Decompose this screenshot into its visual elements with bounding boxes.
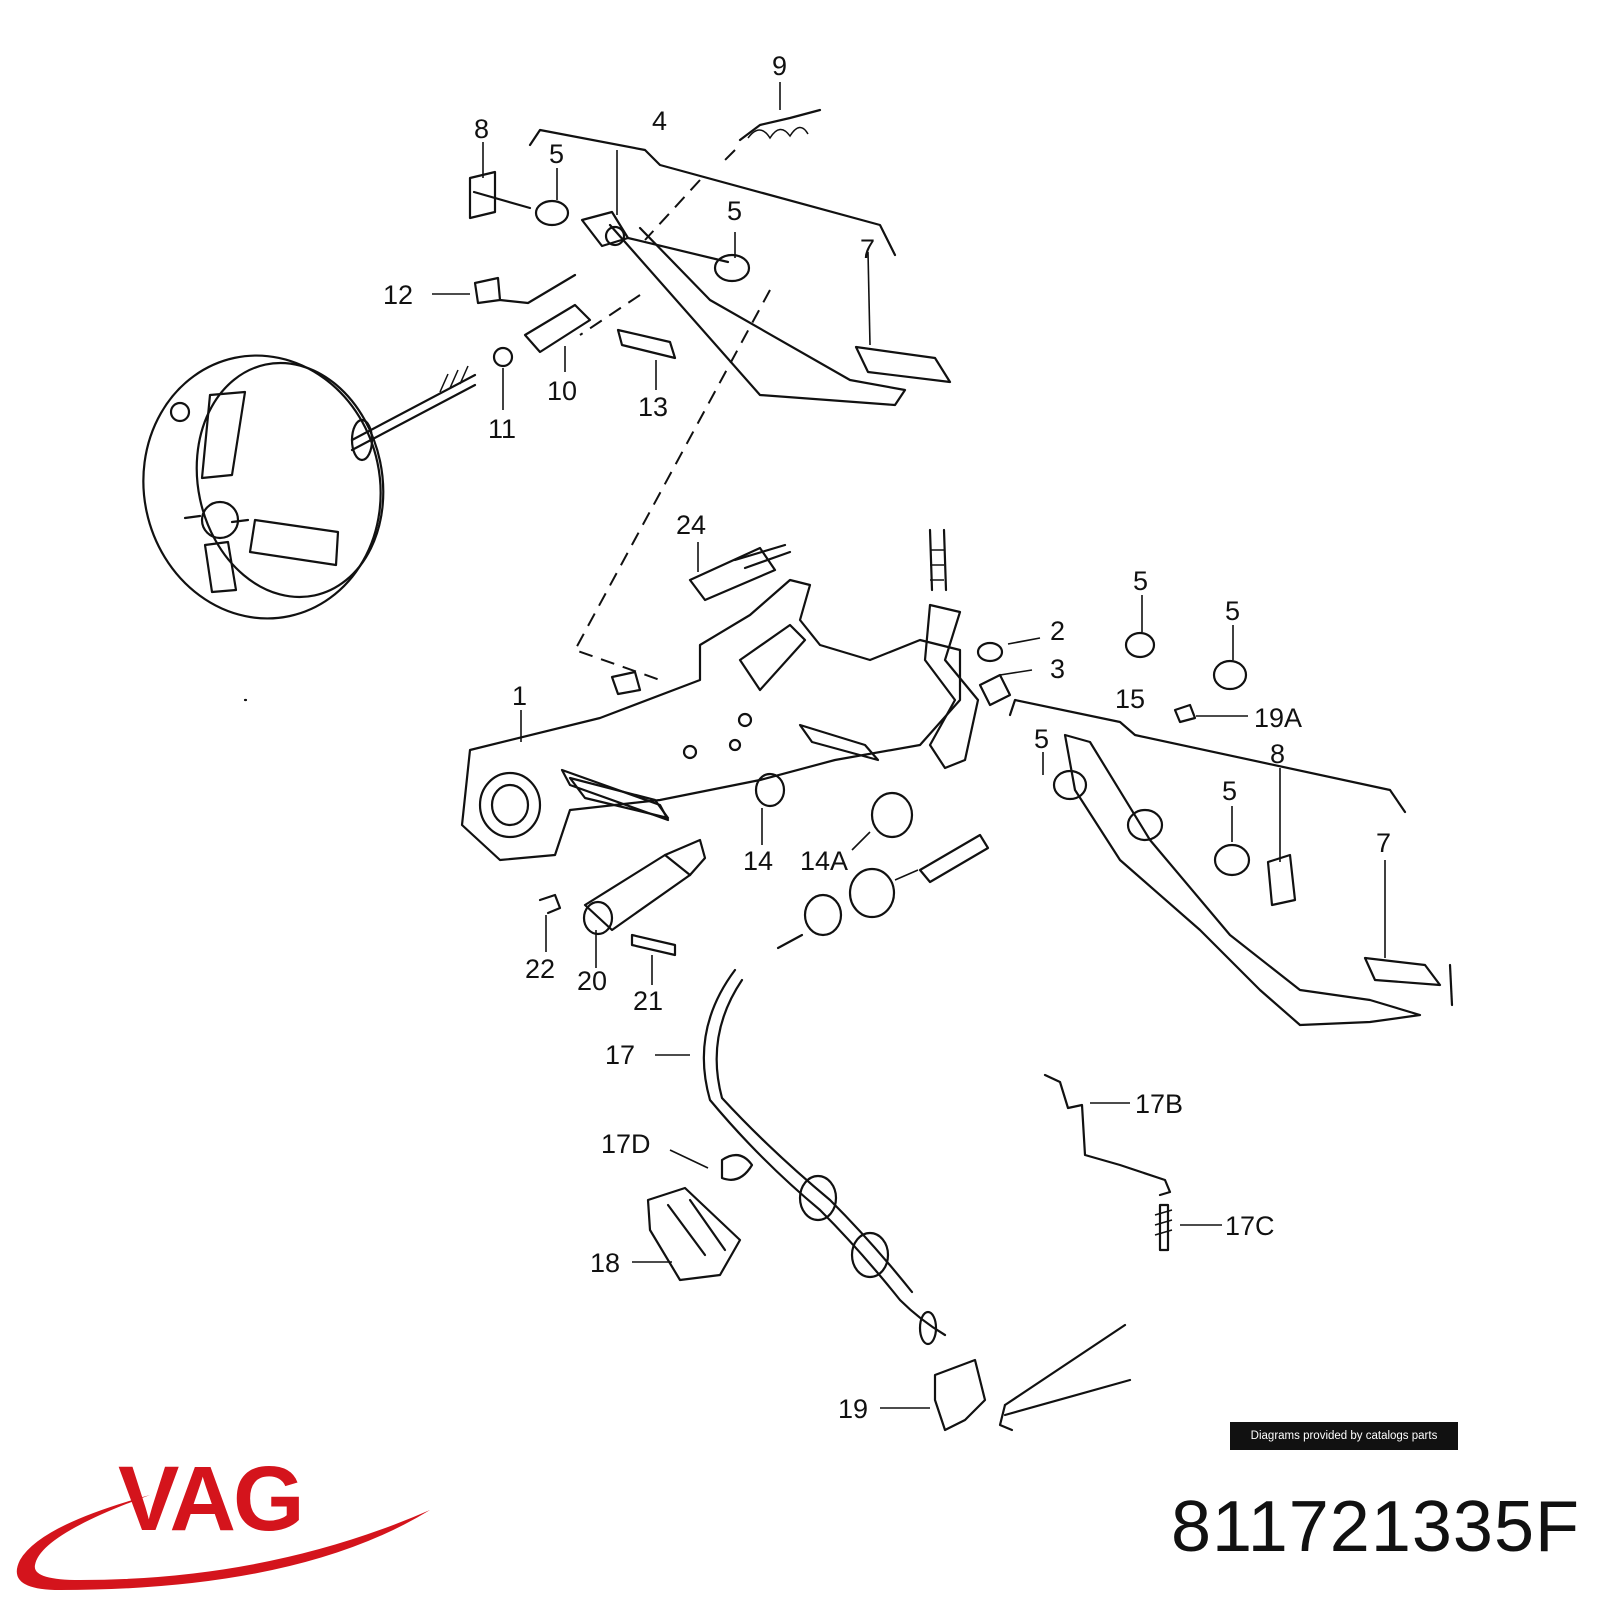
leader-lines xyxy=(432,82,1386,1409)
callout-17c: 17C xyxy=(1225,1211,1275,1241)
logo-swoosh xyxy=(16,1495,431,1590)
callout-13: 13 xyxy=(638,392,668,422)
callout-4: 4 xyxy=(652,106,667,136)
callout-7: 7 xyxy=(1376,828,1391,858)
callout-5: 5 xyxy=(1034,724,1049,754)
diagram-credit-badge: Diagrams provided by catalogs parts xyxy=(1230,1422,1458,1450)
assembly-link-line xyxy=(573,289,771,681)
callout-14a: 14A xyxy=(800,846,848,876)
brake-booster xyxy=(142,354,477,620)
callout-5: 5 xyxy=(1225,596,1240,626)
assembly-link-line xyxy=(644,149,736,241)
callout-17b: 17B xyxy=(1135,1089,1183,1119)
callout-12: 12 xyxy=(383,280,413,310)
master-cylinder xyxy=(243,543,914,957)
callout-18: 18 xyxy=(590,1248,620,1278)
clutch-cable xyxy=(702,833,990,1346)
callout-15: 15 xyxy=(1115,684,1145,714)
callout-14: 14 xyxy=(743,846,773,876)
callout-1: 1 xyxy=(512,681,527,711)
vag-logo: VAG xyxy=(16,1448,431,1590)
callout-17d: 17D xyxy=(601,1129,651,1159)
callout-5: 5 xyxy=(1133,566,1148,596)
upper-pedal-assembly xyxy=(468,108,952,407)
callout-5: 5 xyxy=(549,139,564,169)
callout-11: 11 xyxy=(488,414,516,444)
callout-3: 3 xyxy=(1050,654,1065,684)
callout-8: 8 xyxy=(1270,739,1285,769)
callout-9: 9 xyxy=(772,51,787,81)
logo-wordmark: VAG xyxy=(118,1448,302,1550)
callout-24: 24 xyxy=(676,510,706,540)
callout-5: 5 xyxy=(727,196,742,226)
clutch-pedal xyxy=(976,631,1454,1027)
assembly-link-line xyxy=(579,294,641,336)
callout-8: 8 xyxy=(474,114,489,144)
callout-19a: 19A xyxy=(1254,703,1302,733)
callout-20: 20 xyxy=(577,966,607,996)
callout-22: 22 xyxy=(525,954,555,984)
callout-7: 7 xyxy=(860,234,875,264)
callout-labels: 9 8 4 5 5 7 12 10 11 13 24 5 5 2 3 15 19… xyxy=(383,51,1391,1424)
pedal-bracket xyxy=(460,528,980,862)
callout-19: 19 xyxy=(838,1394,868,1424)
callout-10: 10 xyxy=(547,376,577,406)
callout-21: 21 xyxy=(633,986,663,1016)
callout-17: 17 xyxy=(605,1040,635,1070)
small-hardware xyxy=(646,1073,1173,1432)
callout-5: 5 xyxy=(1222,776,1237,806)
part-number: 811721335F xyxy=(1170,1487,1580,1567)
callout-2: 2 xyxy=(1050,616,1065,646)
